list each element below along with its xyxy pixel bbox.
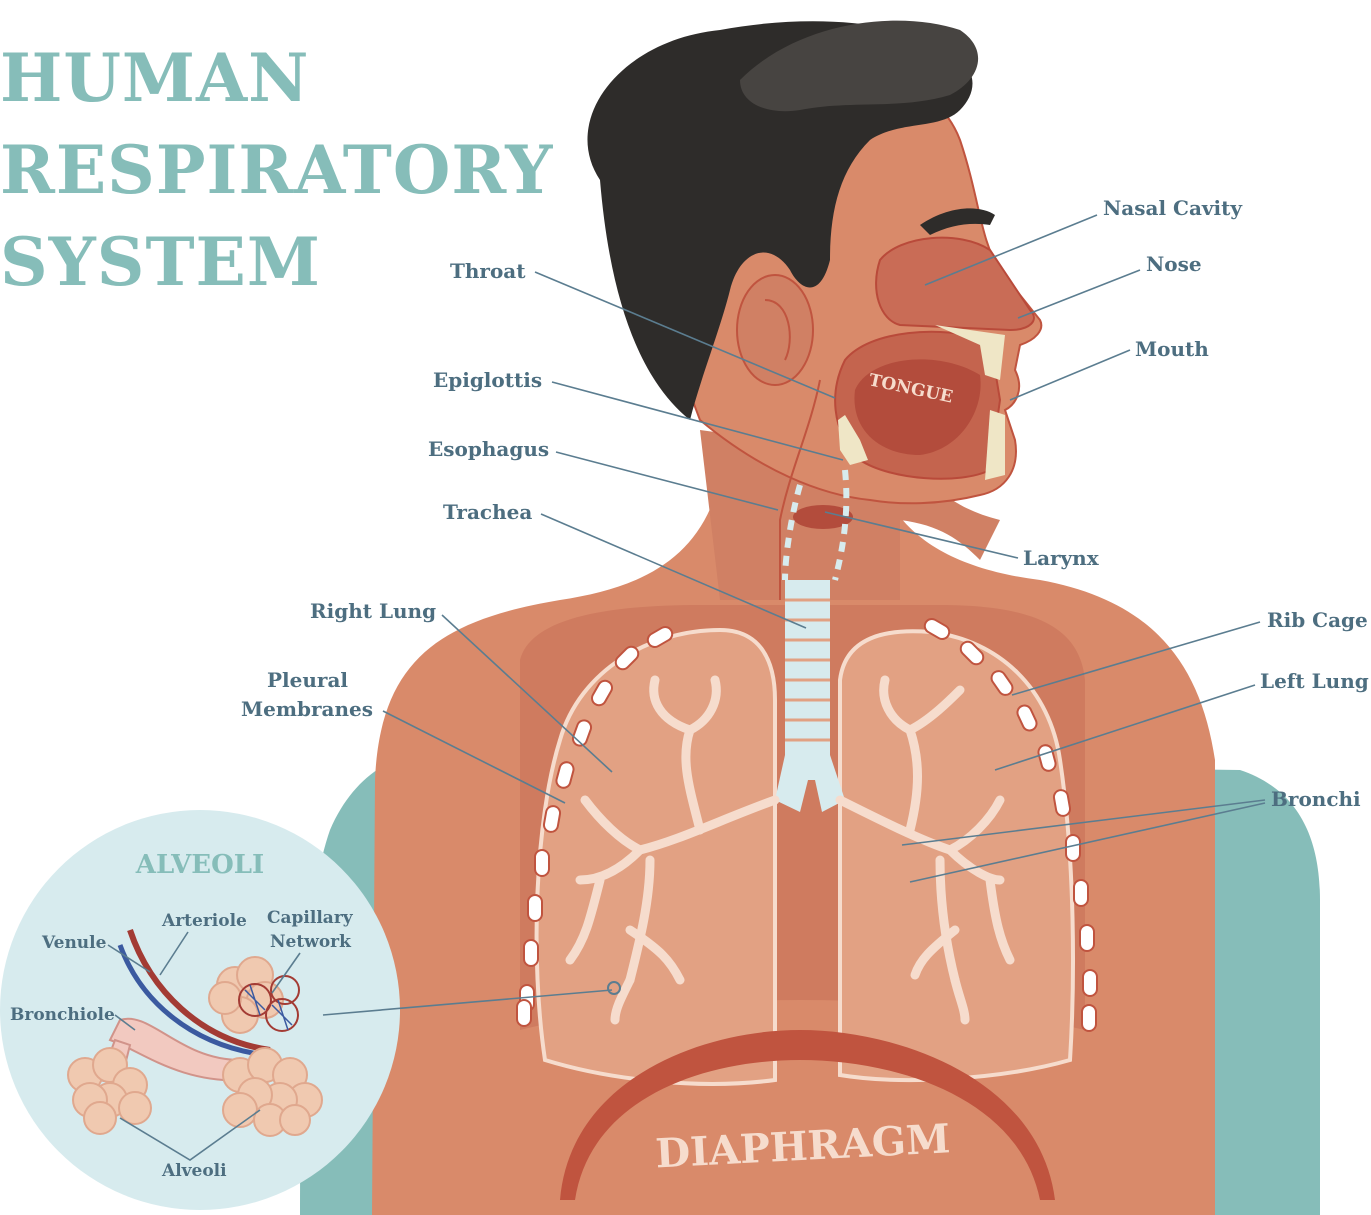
inset-pointer-line — [322, 989, 613, 1016]
label-arteriole: Arteriole — [161, 911, 247, 931]
leader-nasal-cavity — [924, 214, 1098, 286]
leader-throat — [534, 271, 836, 399]
ear — [736, 274, 814, 386]
leader-esophagus — [555, 451, 779, 511]
label-epiglottis: Epiglottis — [433, 368, 542, 392]
leader-alveoli — [119, 1109, 261, 1161]
leader-pleural — [382, 710, 566, 804]
rib-cage-right — [516, 626, 674, 1027]
label-bronchiole: Bronchiole — [10, 1005, 115, 1025]
alveoli-inset-title: ALVEOLI — [135, 850, 264, 880]
capillary-network-blue — [244, 984, 293, 1031]
title-line-2: RESPIRATORY — [0, 131, 554, 209]
epiglottis — [838, 415, 868, 465]
leader-rib-cage — [1011, 621, 1261, 696]
label-esophagus: Esophagus — [428, 437, 549, 461]
label-mouth: Mouth — [1135, 337, 1209, 361]
bronchial-tree-left — [835, 675, 1015, 1025]
leader-right-lung — [441, 614, 613, 773]
leader-bronchi-1 — [901, 799, 1266, 846]
leader-trachea — [540, 513, 807, 629]
venule-vessel — [117, 944, 266, 1058]
hair-highlight — [740, 20, 979, 112]
rib-cage-left — [923, 618, 1098, 1032]
ear-inner — [764, 299, 791, 361]
upper-teeth — [935, 325, 1005, 380]
leader-arteriole — [159, 931, 189, 976]
capillary-network — [238, 975, 300, 1032]
label-capillary-1: Capillary — [267, 908, 354, 928]
hair — [587, 21, 973, 421]
leader-capillary — [271, 952, 301, 994]
leader-venule — [107, 944, 151, 973]
label-venule: Venule — [41, 933, 107, 953]
trachea-upper-rings — [782, 484, 803, 581]
leader-mouth — [1009, 349, 1131, 401]
diaphragm — [560, 1030, 1055, 1200]
leader-larynx — [824, 511, 1019, 559]
leader-epiglottis — [551, 381, 844, 461]
leader-bronchiole — [114, 1014, 136, 1031]
leader-nose — [1017, 269, 1141, 319]
arteriole-vessel — [127, 929, 271, 1053]
label-pleural-1: Pleural — [267, 668, 348, 692]
label-nasal-cavity: Nasal Cavity — [1103, 196, 1243, 220]
label-right-lung: Right Lung — [310, 599, 436, 623]
label-left-lung: Left Lung — [1260, 669, 1369, 693]
trachea — [785, 580, 830, 755]
tongue — [854, 359, 981, 455]
label-alveoli: Alveoli — [161, 1161, 227, 1181]
label-capillary-2: Network — [270, 932, 352, 952]
inset-pointer-dot — [607, 981, 621, 995]
label-bronchi: Bronchi — [1271, 787, 1361, 811]
label-nose: Nose — [1146, 252, 1202, 276]
alveolar-cluster-top — [208, 956, 284, 1034]
alveolar-cluster-left — [67, 1047, 152, 1135]
eyebrow — [920, 208, 995, 235]
leader-bronchi-2 — [909, 802, 1266, 883]
label-larynx: Larynx — [1023, 546, 1100, 570]
primary-bronchi — [775, 755, 845, 812]
leader-left-lung — [994, 684, 1256, 771]
label-throat: Throat — [450, 259, 526, 283]
bronchial-tree-right — [565, 675, 780, 1025]
lower-teeth — [985, 410, 1005, 480]
label-pleural-2: Membranes — [241, 697, 373, 721]
trachea-rings — [785, 598, 830, 742]
nasal-cavity — [875, 236, 1035, 332]
alveolar-cluster-right — [222, 1047, 323, 1137]
label-rib-cage: Rib Cage — [1267, 608, 1368, 632]
title-line-1: HUMAN — [0, 39, 310, 117]
title-line-3: SYSTEM — [0, 223, 321, 301]
esophagus — [779, 379, 821, 600]
larynx — [793, 505, 853, 529]
label-trachea: Trachea — [443, 500, 532, 524]
